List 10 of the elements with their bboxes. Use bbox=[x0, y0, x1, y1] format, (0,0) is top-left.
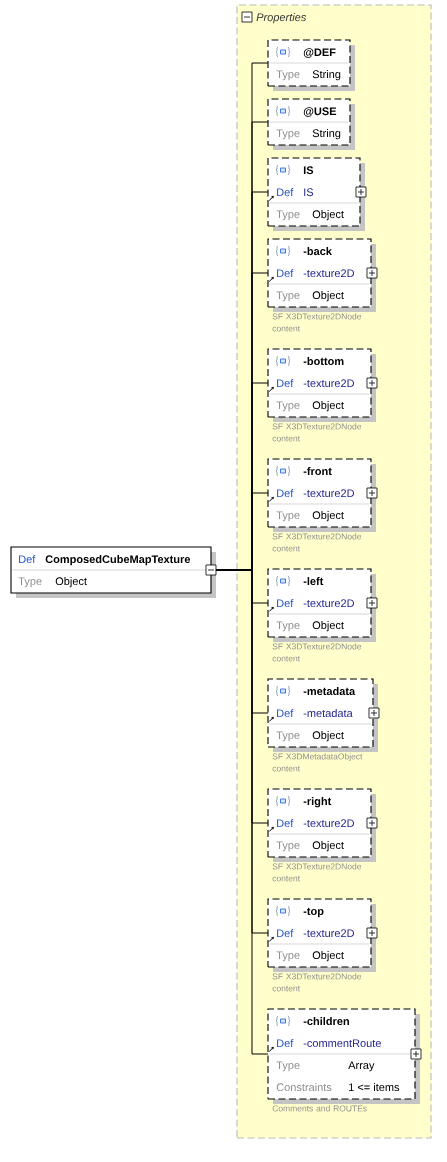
connector-line bbox=[215, 569, 269, 1055]
element-caption: SF X3DTexture2DNode content bbox=[272, 643, 362, 662]
element-caption: Comments and ROUTEs bbox=[272, 1105, 367, 1112]
element-caption: SF X3DMetadataObject content bbox=[272, 753, 363, 772]
element-caption: SF X3DTexture2DNode content bbox=[272, 533, 362, 552]
element-caption: SF X3DTexture2DNode content bbox=[272, 423, 362, 442]
element-caption: SF X3DTexture2DNode content bbox=[272, 863, 362, 882]
element-caption: SF X3DTexture2DNode content bbox=[272, 973, 362, 992]
group-label: Properties bbox=[256, 13, 307, 24]
element-caption: SF X3DTexture2DNode content bbox=[272, 313, 362, 332]
